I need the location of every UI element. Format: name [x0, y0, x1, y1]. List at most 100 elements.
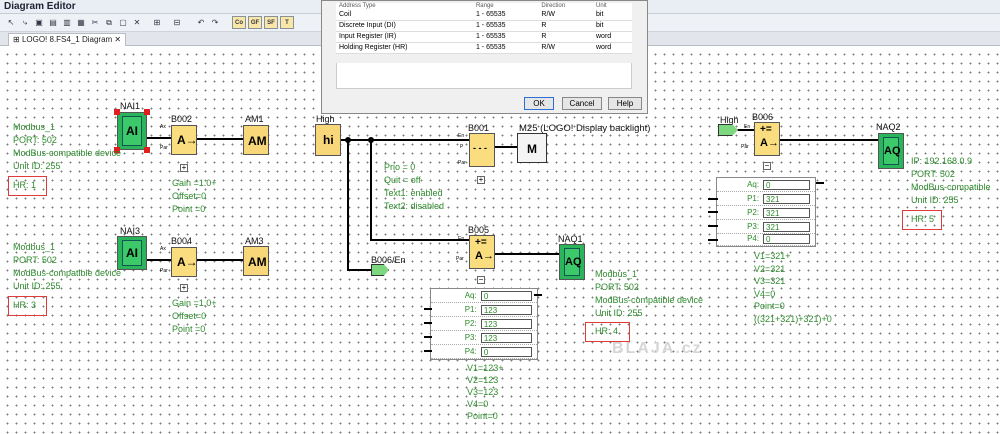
param-line: V3=123	[467, 387, 499, 397]
co-filter-button[interactable]: Co	[232, 16, 246, 29]
pin-label: En	[458, 236, 465, 242]
align-icon[interactable]: ⊞	[153, 18, 161, 27]
param-value[interactable]: 123	[480, 319, 532, 329]
analog-input-nai1[interactable]: AI	[117, 112, 147, 150]
undo-icon[interactable]: ↶	[197, 18, 205, 27]
connect-icon[interactable]: ⤷	[22, 18, 28, 27]
param-line: V1=321+	[754, 251, 791, 261]
tab-diagram[interactable]: ⊞ LOGO! 8.FS4_1 Diagram ✕	[8, 33, 127, 46]
gf-icon[interactable]: ▤	[49, 18, 57, 27]
param-value[interactable]: 321	[763, 208, 811, 218]
amplifier-b002[interactable]: A→	[171, 125, 198, 155]
wire	[708, 239, 718, 241]
cell: Discrete Input (DI)	[336, 20, 473, 32]
pin-label: Par	[160, 268, 168, 274]
param-value[interactable]: 321	[763, 222, 811, 232]
math-symbol-top: +=	[475, 237, 487, 248]
wire	[370, 139, 372, 240]
connector-high[interactable]	[718, 124, 738, 136]
message-text-b001[interactable]: - - -	[469, 133, 495, 167]
math-b006[interactable]: += A→	[754, 122, 780, 156]
collapse-icon[interactable]: −	[763, 161, 771, 170]
sf-icon[interactable]: ▥	[63, 18, 71, 27]
param-line: Text2: disabled	[384, 201, 445, 211]
pin-label: P	[460, 144, 464, 150]
copy-icon[interactable]: ⧉	[106, 18, 112, 27]
watermark: BLAJA.cz	[612, 340, 703, 357]
cell: bit	[593, 20, 632, 32]
expand-icon[interactable]: +	[180, 163, 188, 172]
param-line: Offset=0	[172, 191, 207, 201]
fla-icon[interactable]: ▦	[77, 18, 85, 27]
gf-filter-button[interactable]: GF	[248, 16, 262, 29]
connector-b006-en[interactable]	[371, 264, 389, 276]
collapse-icon[interactable]: −	[477, 275, 485, 284]
col-header: Address Type	[339, 3, 376, 9]
nai3-hr: HR: 3	[13, 300, 37, 310]
param-line: Point =0	[172, 324, 206, 334]
wire	[147, 259, 171, 261]
delete-icon[interactable]: ✕	[133, 18, 141, 27]
expand-icon[interactable]: +	[180, 283, 188, 292]
ai-symbol: AI	[122, 116, 142, 146]
param-value[interactable]: 0	[480, 347, 532, 357]
math-b005[interactable]: += A→	[469, 235, 495, 269]
t-filter-button[interactable]: T	[280, 16, 294, 29]
redo-icon[interactable]: ↷	[211, 18, 219, 27]
co-icon[interactable]: ▣	[35, 18, 43, 27]
close-icon[interactable]: ✕	[112, 35, 122, 44]
param-value[interactable]: 321	[763, 194, 811, 204]
flag-m25[interactable]: M	[517, 133, 547, 163]
wire	[147, 137, 171, 139]
analog-output-naq2[interactable]: AQ	[878, 133, 904, 169]
param-value[interactable]: 0	[763, 234, 811, 244]
analog-flag-am1[interactable]: AM	[243, 125, 269, 155]
paste-icon[interactable]: ▢	[119, 18, 127, 27]
ai-symbol: AI	[122, 240, 142, 266]
analog-output-naq1[interactable]: AQ	[559, 244, 585, 280]
table-empty-area	[336, 63, 632, 89]
cut-icon[interactable]: ✂	[91, 18, 99, 27]
analog-input-nai3[interactable]: AI	[117, 236, 147, 270]
analog-flag-am3[interactable]: AM	[243, 246, 269, 276]
wire	[708, 211, 718, 213]
math-symbol-bottom: A→	[475, 250, 494, 262]
param-value[interactable]: 123	[480, 305, 532, 315]
help-button[interactable]: Help	[608, 97, 642, 110]
comment-line: PORT: 502	[911, 169, 955, 179]
param-line: Gain =1.0+	[172, 178, 217, 188]
nai1-hr: HR: 1	[13, 180, 37, 190]
param-key: P2:	[747, 208, 760, 217]
selection-handle[interactable]	[144, 147, 150, 153]
cursor-icon[interactable]: ↖	[7, 18, 15, 27]
wire	[424, 308, 432, 310]
param-line: Point=0	[754, 301, 785, 311]
param-value[interactable]: 0	[480, 291, 532, 301]
param-line: V2=321	[754, 263, 786, 274]
b004-params: Gain =1.0+ Offset=0 Point =0	[172, 297, 217, 336]
highlight-box	[8, 176, 47, 196]
cancel-button[interactable]: Cancel	[562, 97, 602, 110]
selection-handle[interactable]	[114, 147, 120, 153]
wire	[424, 336, 432, 338]
highlight-box	[8, 296, 47, 316]
amplifier-b004[interactable]: A→	[171, 247, 198, 277]
selection-handle[interactable]	[144, 109, 150, 115]
grid-icon[interactable]: ⊟	[173, 18, 181, 27]
pin-label: Par	[160, 145, 168, 151]
wire	[424, 350, 432, 352]
pin-label: Ax	[160, 246, 166, 252]
selection-handle[interactable]	[114, 109, 120, 115]
param-line: ((321+321)+321)+0	[754, 313, 832, 324]
expand-icon[interactable]: +	[477, 175, 485, 184]
param-value[interactable]: 0	[763, 180, 811, 190]
constant-high[interactable]: hi	[315, 124, 341, 156]
ok-button[interactable]: OK	[524, 97, 554, 110]
tab-label: LOGO! 8.FS4_1 Diagram	[21, 35, 113, 44]
param-value[interactable]: 123	[480, 333, 532, 343]
sf-filter-button[interactable]: SF	[264, 16, 278, 29]
